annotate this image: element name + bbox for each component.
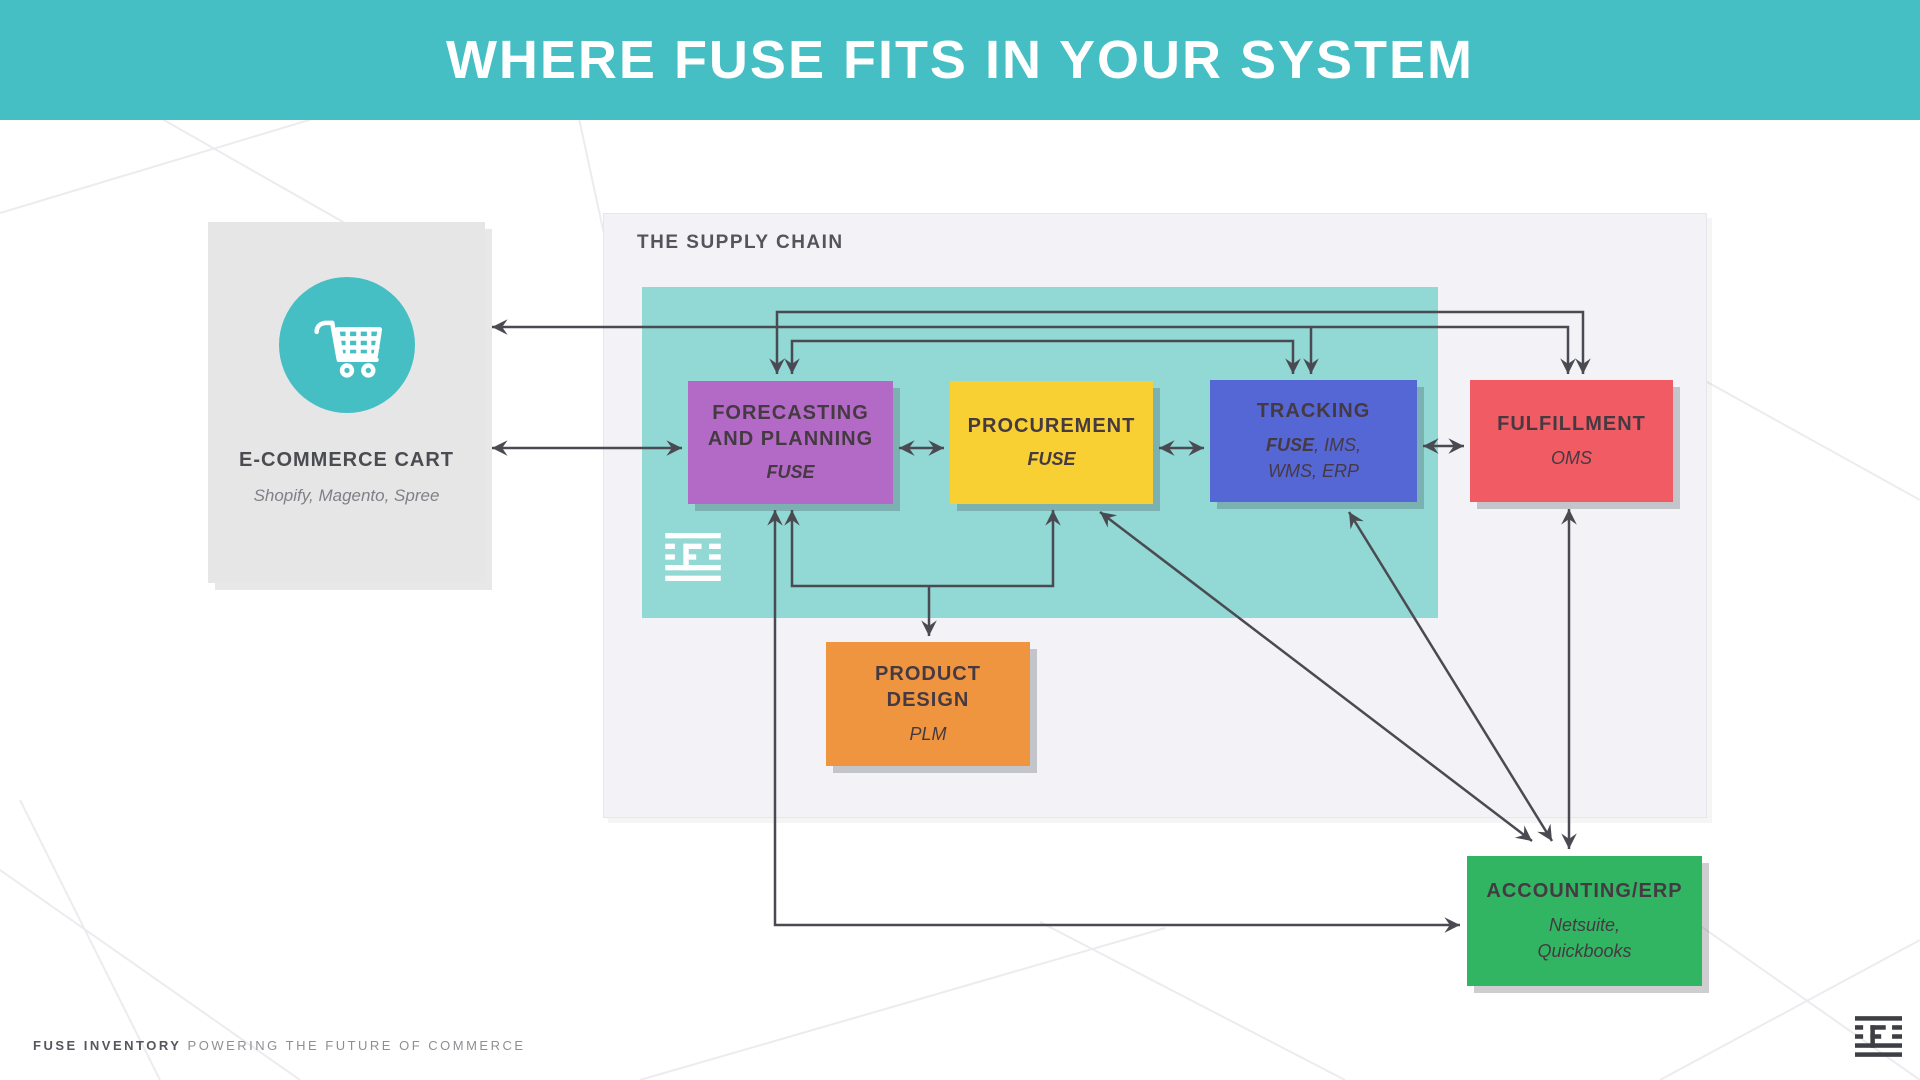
cart-title: E-COMMERCE CART bbox=[239, 449, 454, 471]
cart-subtitle: Shopify, Magento, Spree bbox=[253, 486, 440, 505]
fuse-logo-icon bbox=[665, 533, 721, 581]
node-tracking: TRACKING FUSE, IMS, WMS, ERP bbox=[1210, 380, 1417, 502]
node-fulfillment: FULFILLMENT OMS bbox=[1470, 380, 1673, 502]
node-title: PROCUREMENT bbox=[967, 414, 1136, 437]
node-tools: FUSE bbox=[766, 462, 815, 483]
ecommerce-cart-panel: E-COMMERCE CART Shopify, Magento, Spree bbox=[208, 222, 485, 583]
node-title: TRACKING bbox=[1256, 400, 1371, 423]
footer-tagline-text: POWERING THE FUTURE OF COMMERCE bbox=[187, 1038, 526, 1053]
node-tools: FUSE, IMS, WMS, ERP bbox=[1265, 434, 1362, 481]
supply-chain-label: THE SUPPLY CHAIN bbox=[637, 232, 844, 253]
footer-tagline: FUSE INVENTORY POWERING THE FUTURE OF CO… bbox=[33, 1038, 526, 1053]
node-procurement: PROCUREMENT FUSE bbox=[950, 381, 1153, 504]
cart-icon-circle bbox=[278, 277, 415, 413]
node-title: FORECASTING AND PLANNING bbox=[707, 401, 874, 450]
node-tools: FUSE bbox=[1027, 449, 1076, 470]
node-accounting-erp: ACCOUNTING/ERP Netsuite, Quickbooks bbox=[1467, 856, 1702, 986]
shopping-cart-icon bbox=[313, 320, 382, 378]
fuse-logo-icon bbox=[1855, 1016, 1902, 1057]
footer-brand: FUSE INVENTORY bbox=[33, 1038, 182, 1053]
node-forecasting-planning: FORECASTING AND PLANNING FUSE bbox=[688, 381, 893, 504]
node-product-design: PRODUCT DESIGN PLM bbox=[826, 642, 1030, 766]
node-tools: Netsuite, Quickbooks bbox=[1537, 914, 1632, 961]
header-banner: WHERE FUSE FITS IN YOUR SYSTEM bbox=[0, 0, 1920, 120]
node-title: FULFILLMENT bbox=[1497, 413, 1646, 436]
page-title: WHERE FUSE FITS IN YOUR SYSTEM bbox=[445, 30, 1475, 90]
node-title: ACCOUNTING/ERP bbox=[1486, 880, 1683, 903]
node-title: PRODUCT DESIGN bbox=[875, 663, 981, 712]
node-tools: PLM bbox=[909, 723, 947, 744]
node-tools: OMS bbox=[1550, 447, 1592, 468]
